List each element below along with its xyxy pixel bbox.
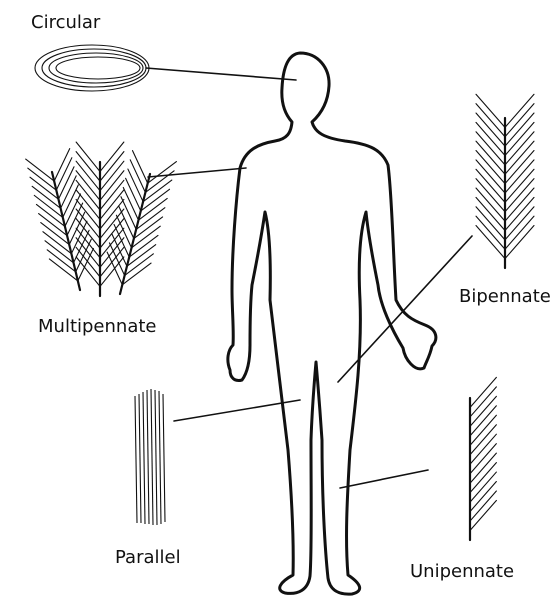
label-parallel: Parallel — [115, 547, 181, 568]
multipennate-fiber-icon — [26, 142, 177, 296]
leader-line-unipennate — [340, 470, 428, 488]
leader-line-circular — [146, 68, 296, 80]
leader-line-parallel — [174, 400, 300, 421]
bipennate-fiber-icon — [476, 94, 534, 268]
circular-fiber-icon — [35, 45, 149, 91]
human-body-outline — [228, 53, 436, 594]
unipennate-fiber-icon — [470, 377, 496, 540]
label-unipennate: Unipennate — [410, 561, 514, 582]
label-multipennate: Multipennate — [38, 316, 156, 337]
label-circular: Circular — [31, 12, 101, 33]
label-bipennate: Bipennate — [459, 286, 551, 307]
parallel-fiber-icon — [135, 389, 165, 525]
